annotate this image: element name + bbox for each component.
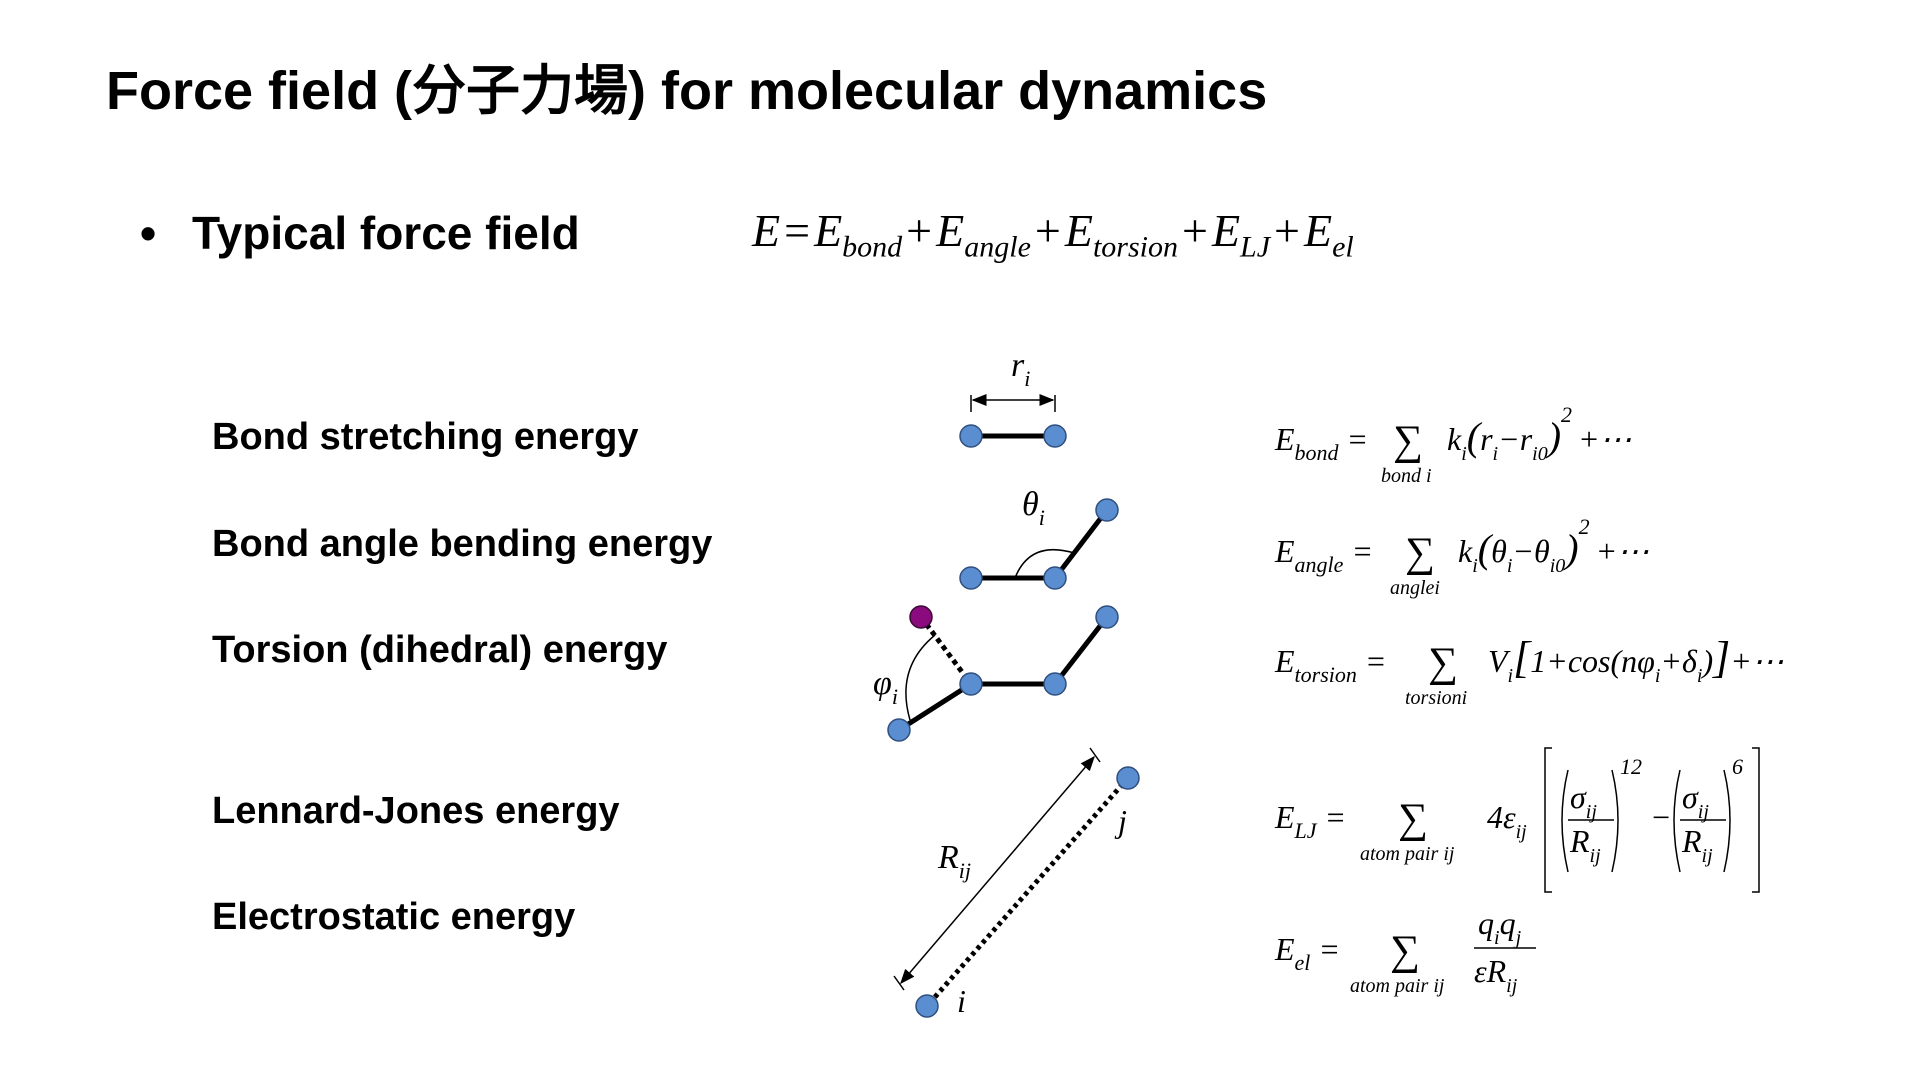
svg-text:atom pair ij: atom pair ij: [1360, 843, 1455, 865]
formula-angle: Eangle= ∑ anglei ki(θi−θi0)2+⋯: [1274, 514, 1649, 599]
formula-torsion: Etorsion= ∑ torsioni Vi[1+cos(nφi+δi)]+⋯: [1274, 633, 1784, 709]
svg-text:4εij: 4εij: [1487, 799, 1527, 843]
svg-text:σij: σij: [1682, 779, 1709, 823]
atom-i-circle: [915, 994, 939, 1018]
label-lennard-jones: Lennard-Jones energy: [212, 790, 620, 832]
bullet-symbol: •: [140, 207, 157, 259]
bullet-typical-force-field: • Typical force field: [140, 210, 580, 256]
bond-line: [1053, 508, 1109, 580]
dihedral-arc: [905, 634, 936, 721]
formula-el: Eel= ∑ atom pair ij qiqj εRij: [1274, 905, 1536, 997]
total-energy-equation: E=Ebond+Eangle+Etorsion+ELJ+Eel: [752, 205, 1354, 264]
bond-stretching-diagram: ri: [959, 347, 1067, 448]
eq-plus: +: [1034, 205, 1061, 256]
label-torsion: Torsion (dihedral) energy: [212, 629, 668, 671]
svg-text:∑: ∑: [1390, 928, 1420, 974]
svg-text:ELJ=: ELJ=: [1274, 799, 1346, 843]
eq-equals: =: [784, 205, 811, 256]
svg-text:anglei: anglei: [1390, 577, 1440, 599]
eq-plus: +: [1274, 205, 1300, 256]
dihedral-label: φi: [873, 665, 898, 709]
eq-term-angle: Eangle: [936, 205, 1031, 264]
dashed-pair-line: [925, 776, 1130, 1008]
formula-lj: ELJ= ∑ atom pair ij 4εij σij Rij 12 − σi…: [1274, 747, 1760, 893]
svg-text:6: 6: [1732, 754, 1743, 779]
pair-distance-diagram: Rij j i: [893, 747, 1140, 1019]
label-angle-bending: Bond angle bending energy: [212, 523, 713, 565]
angle-arc: [1014, 548, 1075, 579]
slide-title: Force field (分子力場) for molecular dynamic…: [106, 61, 1268, 121]
svg-text:torsioni: torsioni: [1405, 687, 1467, 709]
svg-text:qiqj: qiqj: [1478, 905, 1522, 949]
label-bond-stretching: Bond stretching energy: [212, 416, 639, 458]
label-electrostatic: Electrostatic energy: [212, 896, 576, 938]
atom-j-circle: [1116, 766, 1140, 790]
atom-circle: [1095, 605, 1119, 629]
svg-text:Etorsion=: Etorsion=: [1274, 643, 1387, 687]
atom-circle: [959, 566, 983, 590]
svg-text:εRij: εRij: [1474, 953, 1518, 997]
svg-text:Vi[1+cos(nφi+δi)]+⋯: Vi[1+cos(nφi+δi)]+⋯: [1488, 633, 1784, 687]
atom-circle: [959, 672, 983, 696]
dashed-bond: [918, 615, 974, 686]
svg-text:Eangle=: Eangle=: [1274, 533, 1373, 577]
atom-circle: [1043, 566, 1067, 590]
atom-circle: [1095, 498, 1119, 522]
bond-line: [1053, 615, 1109, 686]
svg-text:bond i: bond i: [1381, 465, 1432, 487]
atom-circle: [887, 718, 911, 742]
svg-text:∑: ∑: [1393, 418, 1423, 464]
eq-lhs: E: [752, 205, 781, 256]
svg-text:ki(ri−ri0)2+⋯: ki(ri−ri0)2+⋯: [1447, 402, 1632, 465]
special-atom-circle: [909, 605, 933, 629]
svg-text:∑: ∑: [1428, 640, 1458, 686]
atom-circle: [959, 424, 983, 448]
eq-term-bond: Ebond: [814, 205, 903, 264]
svg-text:atom pair ij: atom pair ij: [1350, 975, 1445, 997]
svg-text:Rij: Rij: [1569, 823, 1601, 867]
svg-text:ki(θi−θi0)2+⋯: ki(θi−θi0)2+⋯: [1458, 514, 1649, 577]
svg-text:Ebond=: Ebond=: [1274, 421, 1368, 465]
bond-length-label: ri: [1011, 347, 1030, 391]
svg-text:σij: σij: [1570, 779, 1597, 823]
atom-circle: [1043, 424, 1067, 448]
atom-circle: [1043, 672, 1067, 696]
eq-plus: +: [1181, 205, 1208, 256]
atom-i-label: i: [957, 983, 966, 1019]
svg-text:Rij: Rij: [1681, 823, 1713, 867]
bullet-text: Typical force field: [192, 207, 580, 259]
svg-text:Eel=: Eel=: [1274, 931, 1340, 975]
angle-bending-diagram: θi: [959, 486, 1119, 590]
bond-line: [897, 681, 973, 733]
distance-arrow: [900, 755, 1095, 985]
eq-term-torsion: Etorsion: [1064, 205, 1178, 264]
angle-label: θi: [1022, 486, 1045, 530]
svg-text:−: −: [1650, 799, 1672, 835]
eq-term-lj: ELJ: [1211, 205, 1271, 264]
atom-j-label: j: [1114, 803, 1127, 839]
formula-bond: Ebond= ∑ bond i ki(ri−ri0)2+⋯: [1274, 402, 1632, 487]
torsion-diagram: φi: [873, 605, 1119, 742]
distance-label: Rij: [937, 839, 971, 883]
svg-text:∑: ∑: [1398, 796, 1428, 842]
eq-term-el: Eel: [1304, 205, 1354, 264]
eq-plus: +: [906, 205, 933, 256]
svg-text:12: 12: [1620, 754, 1642, 779]
svg-text:∑: ∑: [1405, 530, 1435, 576]
